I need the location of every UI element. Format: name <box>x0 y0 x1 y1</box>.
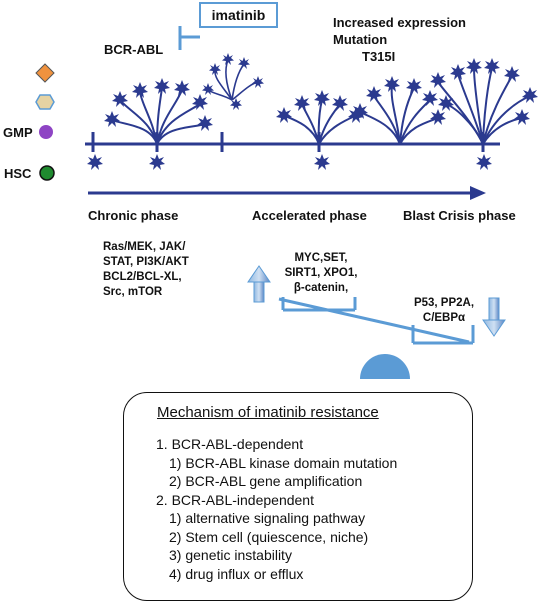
balance-right-factors: P53, PP2A, C/EBPα <box>410 296 478 326</box>
legend-hexagon-icon <box>35 94 55 110</box>
timeline <box>85 132 500 152</box>
progression-arrow <box>88 186 486 200</box>
balance-left-line: β-catenin, <box>293 282 349 294</box>
resistance-line: 4) drug influx or efflux <box>169 565 304 582</box>
bcr-abl-label: BCR-ABL <box>104 42 164 57</box>
hsc-icon <box>39 165 55 181</box>
balance-scale <box>278 297 475 345</box>
gmp-label: GMP <box>3 125 33 140</box>
down-arrow-icon <box>482 297 506 337</box>
pathway-line: BCL2/BCL-XL, <box>103 271 182 283</box>
balance-right-line: C/EBPα <box>422 312 466 324</box>
resistance-line: 1) BCR-ABL kinase domain mutation <box>169 454 398 471</box>
pathway-line: Src, mTOR <box>103 286 163 298</box>
resistance-line: 3) genetic instability <box>169 547 292 563</box>
resistance-mechanism-box: Mechanism of imatinib resistance 1. BCR-… <box>123 392 473 601</box>
blast-change-line-2: Mutation <box>333 32 388 47</box>
resistance-line: 2) BCR-ABL gene amplification <box>169 473 363 489</box>
resistance-line: 2. BCR-ABL-independent <box>156 491 314 508</box>
stem-cells-row <box>87 154 492 170</box>
imatinib-label: imatinib <box>211 7 266 23</box>
balance-right-line: P53, PP2A, <box>413 297 475 309</box>
balance-left-line: SIRT1, XPO1, <box>284 267 358 279</box>
clone-chronic <box>111 87 206 145</box>
up-arrow-icon <box>247 265 271 303</box>
balance-left-factors: MYC,SET, SIRT1, XPO1, β-catenin, <box>282 251 360 296</box>
balance-fulcrum <box>360 354 410 379</box>
accelerated-phase-label: Accelerated phase <box>252 208 367 223</box>
blast-change-line-3: T315I <box>362 49 396 64</box>
clone-late-cells <box>352 76 446 125</box>
gmp-icon <box>39 125 53 139</box>
blast-phase-label: Blast Crisis phase <box>403 208 516 223</box>
inhibition-symbol <box>178 26 200 50</box>
resistance-line: 2) Stem cell (quiescence, niche) <box>169 528 369 545</box>
imatinib-box: imatinib <box>199 2 278 28</box>
hsc-label: HSC <box>4 166 32 181</box>
pathway-line: STAT, PI3K/AKT <box>103 256 189 268</box>
legend-diamond-icon <box>35 63 55 83</box>
pathway-line: Ras/MEK, JAK/ <box>103 241 186 253</box>
resistance-line: 1) alternative signaling pathway <box>169 510 366 526</box>
blast-change-line-1: Increased expression <box>333 15 466 30</box>
blast-changes: Increased expression Mutation T315I <box>333 14 466 65</box>
chronic-phase-label: Chronic phase <box>88 208 179 223</box>
resistance-title: Mechanism of imatinib resistance <box>157 404 379 421</box>
clone-blast <box>437 67 531 145</box>
resistance-list: 1. BCR-ABL-dependent 1) BCR-ABL kinase d… <box>156 435 397 583</box>
balance-left-line: MYC,SET, <box>294 252 348 264</box>
pathway-list: Ras/MEK, JAK/ STAT, PI3K/AKT BCL2/BCL-XL… <box>103 240 189 300</box>
clone-accelerated <box>284 99 356 145</box>
resistance-line: 1. BCR-ABL-dependent <box>156 436 304 452</box>
clone-small-cells <box>202 53 264 110</box>
